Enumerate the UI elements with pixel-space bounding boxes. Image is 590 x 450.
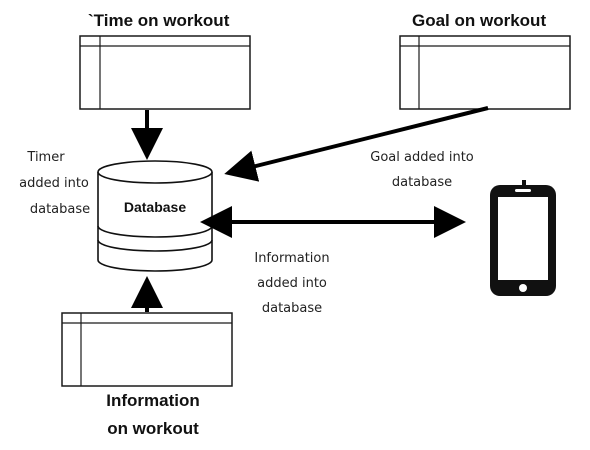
timer-note-line1: Timer	[26, 150, 65, 165]
goal-to-database-arrow	[224, 106, 489, 182]
timer-note-line3: database	[30, 202, 90, 217]
information-on-workout-title-line1: Information	[106, 391, 200, 410]
time-on-workout-title: `Time on workout	[88, 11, 230, 30]
goal-note-line1: Goal added into	[370, 150, 474, 165]
information-note-line1: Information	[254, 251, 329, 266]
timer-note-line2: added into	[19, 176, 89, 191]
goal-on-workout-title: Goal on workout	[412, 11, 546, 30]
database-cylinder-icon: Database	[97, 160, 213, 272]
time-on-workout-entity: `Time on workout	[79, 11, 251, 110]
goal-note: Goal added into database	[370, 150, 474, 190]
database-label: Database	[124, 199, 186, 215]
goal-note-line2: database	[392, 175, 452, 190]
information-on-workout-title-line2: on workout	[107, 419, 199, 438]
smartphone-icon	[490, 180, 556, 296]
information-note-line2: added into	[257, 276, 327, 291]
information-note: Information added into database	[254, 251, 329, 316]
information-note-line3: database	[262, 301, 322, 316]
goal-on-workout-entity: Goal on workout	[399, 11, 571, 110]
information-on-workout-entity: Information on workout	[61, 312, 233, 438]
timer-note: Timer added into database	[19, 150, 90, 217]
